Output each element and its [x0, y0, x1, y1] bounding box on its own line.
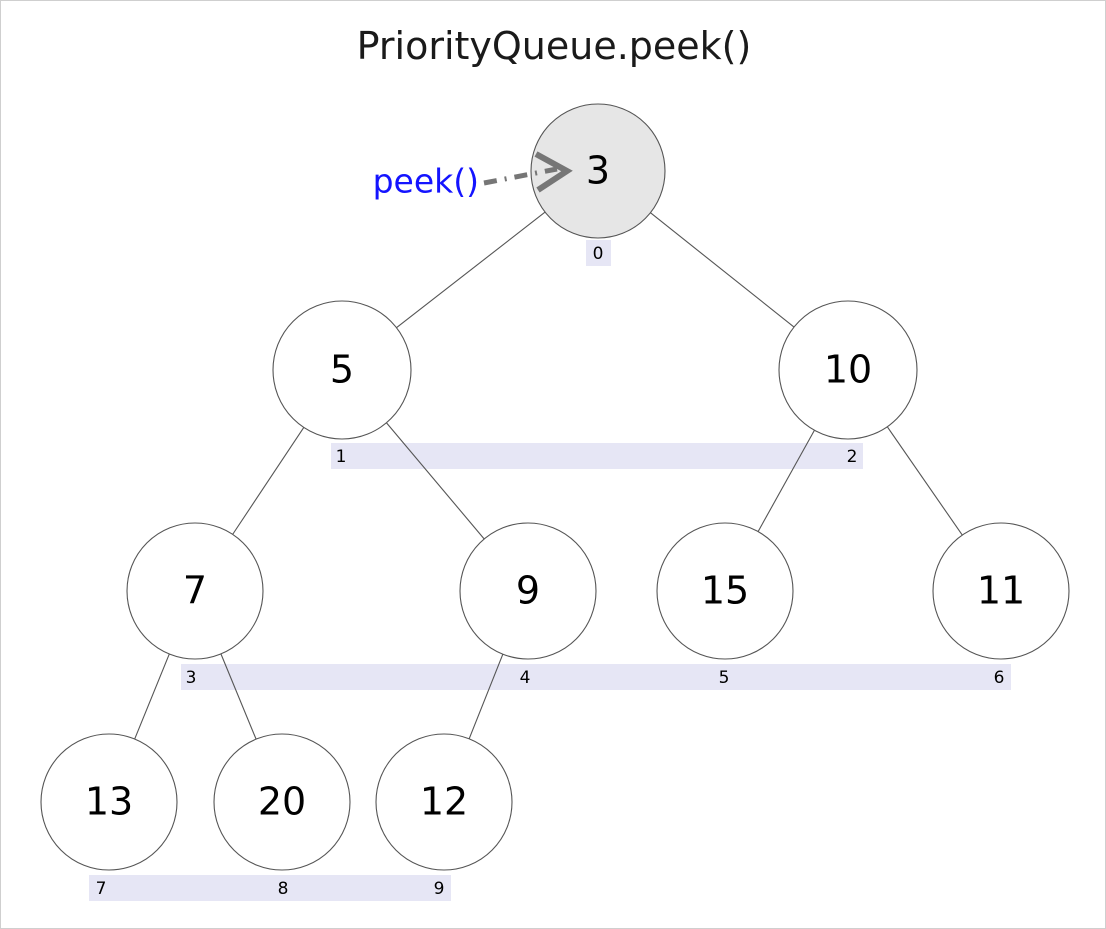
page-title: PriorityQueue.peek()	[357, 24, 752, 68]
tree-node[interactable]: 5	[272, 300, 412, 440]
node-index-label: 5	[719, 668, 730, 688]
tree-node[interactable]: 10	[778, 300, 918, 440]
node-index-label: 2	[847, 447, 858, 467]
tree-edge	[468, 653, 504, 740]
tree-node[interactable]: 20	[213, 733, 351, 871]
index-band	[586, 240, 611, 266]
node-circle[interactable]	[375, 733, 513, 871]
node-value-label: 3	[586, 149, 610, 193]
node-circle[interactable]	[126, 522, 264, 660]
node-index-label: 6	[994, 668, 1005, 688]
node-index-label: 8	[278, 879, 289, 899]
tree-node[interactable]: 15	[656, 522, 794, 660]
node-index-label: 1	[336, 447, 347, 467]
node-circle[interactable]	[932, 522, 1070, 660]
node-value-label: 9	[516, 569, 540, 613]
tree-node[interactable]: 9	[459, 522, 597, 660]
node-value-label: 11	[977, 569, 1025, 613]
index-band	[89, 875, 451, 901]
node-value-label: 20	[258, 780, 306, 824]
node-circle[interactable]	[656, 522, 794, 660]
node-circle[interactable]	[778, 300, 918, 440]
node-value-label: 5	[330, 348, 354, 392]
tree-edge	[134, 653, 170, 740]
node-index-label: 3	[186, 668, 197, 688]
tree-edge	[886, 426, 963, 536]
node-value-label: 15	[701, 569, 749, 613]
tree-edge	[232, 427, 305, 535]
node-value-label: 7	[183, 569, 207, 613]
tree-edge	[386, 422, 485, 540]
tree-node[interactable]: 12	[375, 733, 513, 871]
node-value-label: 12	[420, 780, 468, 824]
node-circle[interactable]	[459, 522, 597, 660]
index-band	[331, 443, 863, 469]
tree-edges-layer	[134, 211, 963, 740]
node-value-label: 13	[85, 780, 133, 824]
node-index-label: 0	[593, 244, 604, 264]
tree-edge	[220, 653, 257, 740]
callout-arrowhead-icon	[534, 151, 573, 193]
tree-node[interactable]: 7	[126, 522, 264, 660]
node-circle-highlighted[interactable]	[530, 103, 666, 239]
tree-node[interactable]: 11	[932, 522, 1070, 660]
callout-arrow-line	[483, 166, 558, 186]
peek-callout-layer: peek()	[373, 151, 573, 201]
tree-edge	[396, 211, 546, 329]
node-circle[interactable]	[40, 733, 178, 871]
tree-node[interactable]: 13	[40, 733, 178, 871]
tree-edge	[650, 212, 795, 328]
index-band	[181, 664, 1011, 690]
tree-node[interactable]: 3	[530, 103, 666, 239]
node-index-label: 7	[96, 879, 107, 899]
peek-callout-label: peek()	[373, 162, 479, 201]
node-index-label: 9	[434, 879, 445, 899]
node-circle[interactable]	[213, 733, 351, 871]
tree-edge	[757, 430, 815, 532]
node-circle[interactable]	[272, 300, 412, 440]
node-value-label: 10	[824, 348, 872, 392]
node-index-label: 4	[520, 668, 531, 688]
